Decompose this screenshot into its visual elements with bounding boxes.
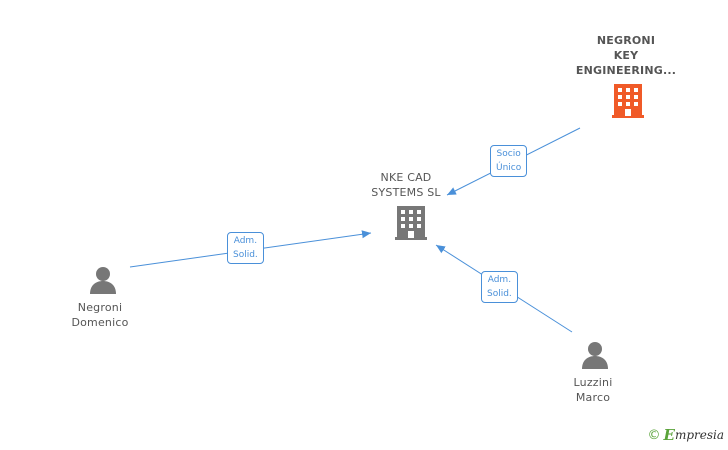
edge-label-line: Único — [496, 163, 522, 173]
edge-label-line: Solid. — [487, 289, 512, 299]
brand-initial: E — [663, 426, 675, 444]
building-icon[interactable] — [395, 206, 427, 240]
node-label-line: NEGRONI — [596, 34, 656, 47]
edge-label-line: Adm. — [233, 236, 258, 246]
node-label-line: Negroni — [77, 301, 123, 314]
building-icon[interactable] — [612, 84, 644, 118]
brand-name: mpresia — [674, 428, 724, 442]
copyright-symbol: © — [647, 427, 661, 443]
node-label-line: KEY — [613, 49, 639, 62]
edge-label-line: Socio — [496, 149, 521, 159]
node-label-nke-cad[interactable]: NKE CAD SYSTEMS SL — [356, 170, 456, 200]
edge-label-adm-solid-domenico[interactable]: Adm. Solid. — [227, 232, 264, 264]
edge-label-adm-solid-marco[interactable]: Adm. Solid. — [481, 271, 518, 303]
person-icon[interactable] — [581, 341, 609, 369]
node-label-line: Domenico — [71, 316, 129, 329]
node-label-line: ENGINEERING... — [575, 64, 677, 77]
node-label-negroni-domenico[interactable]: Negroni Domenico — [50, 300, 150, 330]
brand-footer: © E mpresia — [648, 426, 725, 444]
node-label-line: Marco — [575, 391, 611, 404]
node-label-line: SYSTEMS SL — [371, 186, 441, 199]
node-label-luzzini-marco[interactable]: Luzzini Marco — [543, 375, 643, 405]
node-label-negroni-key[interactable]: NEGRONI KEY ENGINEERING... — [570, 33, 682, 78]
edge-label-socio-unico[interactable]: Socio Único — [490, 145, 528, 177]
person-icon[interactable] — [89, 266, 117, 294]
node-label-line: Luzzini — [573, 376, 613, 389]
edge-label-line: Solid. — [233, 250, 258, 260]
edge-label-line: Adm. — [487, 275, 512, 285]
node-label-line: NKE CAD — [380, 171, 432, 184]
